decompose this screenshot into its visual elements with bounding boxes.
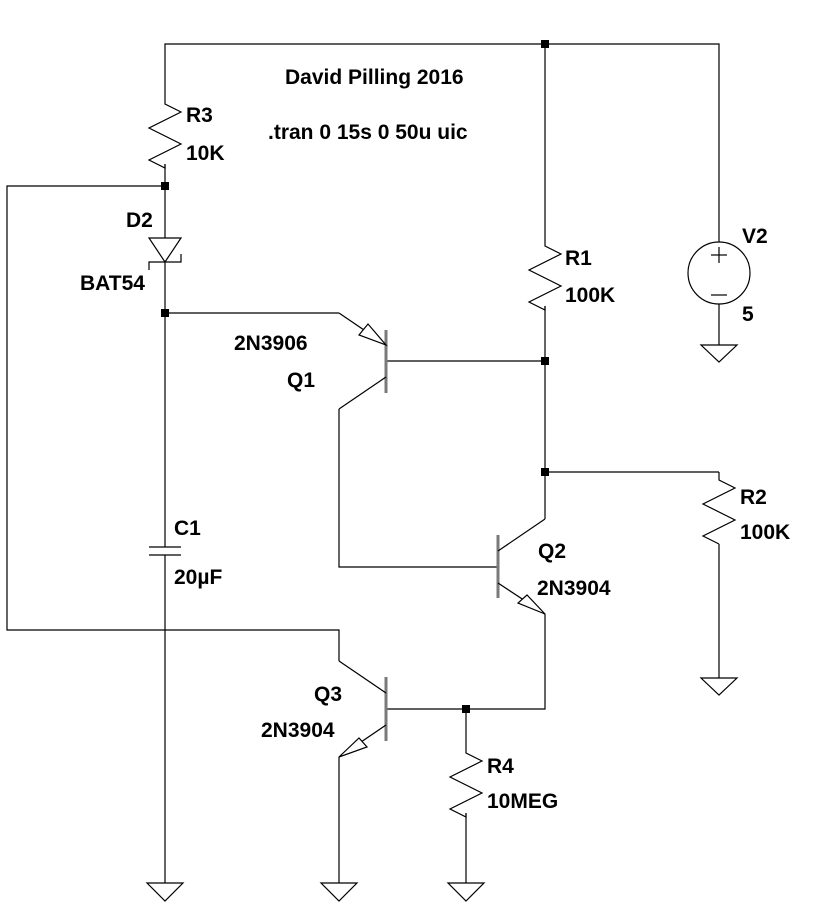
resistor-r2[interactable]: R2 100K	[701, 472, 790, 545]
q3-value-label: 2N3904	[261, 719, 335, 742]
ground-icon	[446, 882, 486, 902]
resistor-symbol	[147, 100, 183, 169]
junction-dot	[161, 309, 169, 317]
junctions	[161, 40, 549, 713]
wires	[6, 43, 720, 883]
resistor-symbol	[527, 242, 563, 311]
r4-ref-label: R4	[487, 755, 514, 778]
collector-lead	[497, 518, 546, 552]
ground-icon	[699, 677, 739, 696]
r3-ref-label: R3	[186, 104, 213, 127]
capacitor-c1[interactable]: C1 20µF	[149, 517, 222, 589]
r1-value-label: 100K	[565, 284, 615, 307]
emitter-arrow-icon	[358, 323, 388, 347]
q2-value-label: 2N3904	[537, 577, 611, 600]
r3-value-label: 10K	[186, 142, 225, 165]
resistor-r4[interactable]: R4 10MEG	[448, 749, 558, 818]
voltage-source-circle	[687, 241, 751, 305]
junction-dot	[161, 182, 169, 190]
wire-feedback-loop	[6, 185, 340, 661]
collector-lead	[338, 376, 387, 410]
diode-d2[interactable]: D2 BAT54	[80, 209, 183, 295]
author-note: David Pilling 2016	[285, 66, 464, 89]
c1-ref-label: C1	[174, 517, 201, 540]
transistor-q2[interactable]: Q2 2N3904	[496, 518, 611, 615]
wire-q2-emitter-to-q3-base	[386, 614, 546, 710]
junction-dot	[541, 468, 549, 476]
resistor-symbol	[448, 749, 484, 818]
r2-ref-label: R2	[740, 486, 767, 509]
r2-value-label: 100K	[740, 521, 790, 544]
wire-q1-collector-to-q2-base	[338, 409, 498, 568]
d2-ref-label: D2	[126, 209, 153, 232]
emitter-arrow-icon	[338, 737, 369, 758]
grounds	[145, 344, 739, 902]
transistor-q3[interactable]: Q3 2N3904	[261, 660, 388, 758]
ground-icon	[145, 882, 185, 902]
v2-ref-label: V2	[742, 225, 768, 248]
q3-ref-label: Q3	[314, 683, 342, 706]
v2-value-label: 5	[742, 303, 754, 326]
c1-value-label: 20µF	[174, 566, 222, 589]
resistor-r1[interactable]: R1 100K	[527, 242, 615, 311]
resistor-r3[interactable]: R3 10K	[147, 100, 225, 169]
q2-ref-label: Q2	[538, 540, 566, 563]
wire-top-rail	[164, 43, 720, 242]
junction-dot	[541, 40, 549, 48]
junction-dot	[541, 357, 549, 365]
r1-ref-label: R1	[565, 247, 592, 270]
d2-value-label: BAT54	[80, 272, 145, 295]
collector-lead	[338, 660, 387, 694]
spice-directive: .tran 0 15s 0 50u uic	[268, 121, 468, 144]
r4-value-label: 10MEG	[487, 790, 558, 813]
q1-ref-label: Q1	[287, 369, 315, 392]
resistor-symbol	[701, 472, 737, 545]
emitter-arrow-icon	[516, 594, 546, 615]
transistor-q1[interactable]: 2N3906 Q1	[234, 312, 388, 410]
ground-icon	[319, 882, 359, 902]
junction-dot	[462, 705, 470, 713]
voltage-source-v2[interactable]: V2 5	[687, 225, 768, 326]
diode-triangle	[147, 237, 183, 264]
q1-value-label: 2N3906	[234, 332, 308, 355]
ground-icon	[699, 344, 739, 363]
schottky-cathode-bar	[148, 254, 182, 270]
